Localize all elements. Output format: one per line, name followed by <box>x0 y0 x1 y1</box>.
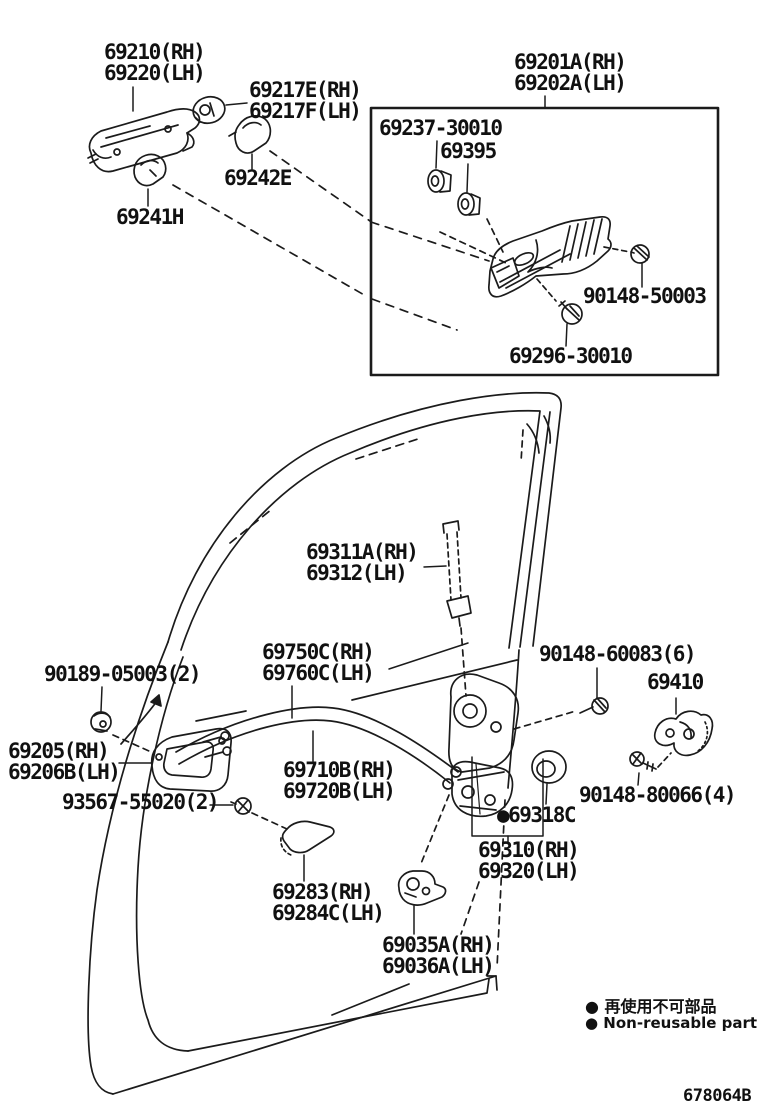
grommet-69318c <box>531 750 567 805</box>
part-label-69750c-69760c: 69750C(RH) 69760C(LH) <box>262 640 375 685</box>
legend-non-reusable-en: ● Non-reusable part <box>585 1014 758 1032</box>
handle-frame-assembly <box>488 215 612 298</box>
part-label-69217e-69217f: 69217E(RH) 69217F(LH) <box>249 78 362 123</box>
diagram-code: 678064B <box>683 1086 752 1106</box>
part-label-69210-69220: 69210(RH) 69220(LH) <box>104 40 206 85</box>
screw-69296-30010 <box>536 278 583 347</box>
part-label-69241h: 69241H <box>116 205 184 229</box>
part-label-69410: 69410 <box>647 670 704 694</box>
window-frame <box>167 391 562 651</box>
cylinder-cover-69217e <box>192 95 248 125</box>
part-label-69296-30010: 69296-30010 <box>509 344 633 368</box>
detail-box-69201a <box>369 95 720 377</box>
grommet-69395 <box>457 163 481 216</box>
part-label-69237-30010: 69237-30010 <box>379 116 503 140</box>
part-label-93567-55020: 93567-55020(2) <box>62 790 220 814</box>
part-label-69242e: 69242E <box>224 166 292 190</box>
legend-non-reusable-jp: ● 再使用不可部品 <box>585 997 717 1016</box>
screw-90148-80066 <box>629 751 672 786</box>
part-label-69283-69284c: 69283(RH) 69284C(LH) <box>272 880 385 925</box>
handle-frame-69205 <box>118 727 232 792</box>
part-label-69205-69206b: 69205(RH) 69206B(LH) <box>8 739 121 784</box>
part-label-90148-80066: 90148-80066(4) <box>579 783 737 807</box>
clip-90189-05003 <box>90 686 162 752</box>
grommet-69237 <box>427 140 452 193</box>
door-panel-outline <box>87 641 520 1095</box>
part-label-69710b-69720b: 69710B(RH) 69720B(LH) <box>283 758 396 803</box>
handle-cover-69241h <box>133 153 167 207</box>
screw-90148-60083 <box>579 667 609 715</box>
glass-channel-69311a <box>423 520 472 697</box>
outside-handle-69210 <box>87 86 201 173</box>
striker-69035a <box>397 870 447 935</box>
part-label-69311a-69312: 69311A(RH) 69312(LH) <box>306 540 419 585</box>
part-label-90148-60083: 90148-60083(6) <box>539 642 697 666</box>
part-label-69035a-69036a: 69035A(RH) 69036A(LH) <box>382 933 495 978</box>
assembly-leader-dashes <box>172 150 490 331</box>
handle-cover-69242e <box>228 115 272 170</box>
part-label-69310-69320: 69310(RH) 69320(LH) <box>478 838 580 883</box>
door-check-69410 <box>653 697 714 757</box>
screw-90148-50003 <box>603 244 650 288</box>
part-label-69395: 69395 <box>440 139 497 163</box>
screw-93567-55020 <box>209 797 288 830</box>
cushion-69283 <box>280 820 335 882</box>
part-label-90189-05003: 90189-05003(2) <box>44 662 202 686</box>
part-label-69318c: ●69318C <box>497 803 577 827</box>
lock-cables-69750c <box>175 642 469 790</box>
part-label-90148-50003: 90148-50003 <box>583 284 707 308</box>
part-label-69201a-69202a: 69201A(RH) 69202A(LH) <box>514 50 627 95</box>
door-lock-assembly-69310 <box>419 673 577 867</box>
